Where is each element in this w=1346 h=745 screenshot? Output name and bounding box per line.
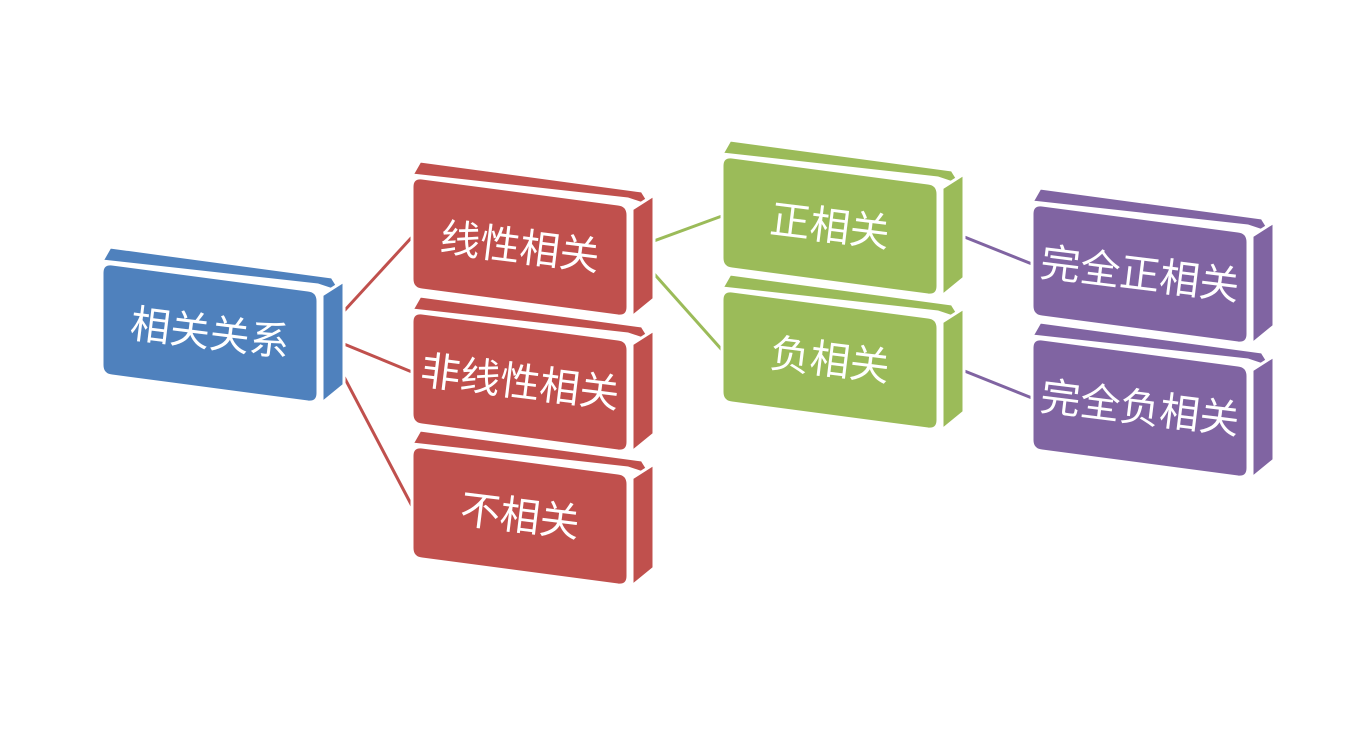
block-front-face xyxy=(410,445,630,587)
block-front-face xyxy=(1030,337,1250,479)
node-perfect-negative[interactable]: 完全负相关 xyxy=(1030,320,1276,482)
block-side-face xyxy=(630,461,656,590)
block-front-face xyxy=(720,155,940,297)
block-front-face xyxy=(410,176,630,318)
block-side-face xyxy=(1250,219,1276,348)
block-front-face xyxy=(410,311,630,453)
block-side-face xyxy=(320,278,346,407)
block-side-face xyxy=(630,192,656,321)
node-nonlinear[interactable]: 非线性相关 xyxy=(410,294,656,456)
block-side-face xyxy=(940,305,966,434)
block-front-face xyxy=(100,262,320,404)
node-perfect-positive[interactable]: 完全正相关 xyxy=(1030,186,1276,348)
node-linear[interactable]: 线性相关 xyxy=(410,159,656,321)
block-side-face xyxy=(1250,353,1276,482)
node-uncorrelated[interactable]: 不相关 xyxy=(410,428,656,590)
node-root[interactable]: 相关关系 xyxy=(100,245,346,407)
node-positive[interactable]: 正相关 xyxy=(720,138,966,300)
block-front-face xyxy=(720,289,940,431)
node-negative[interactable]: 负相关 xyxy=(720,272,966,434)
block-front-face xyxy=(1030,203,1250,345)
block-side-face xyxy=(940,171,966,300)
block-side-face xyxy=(630,327,656,456)
